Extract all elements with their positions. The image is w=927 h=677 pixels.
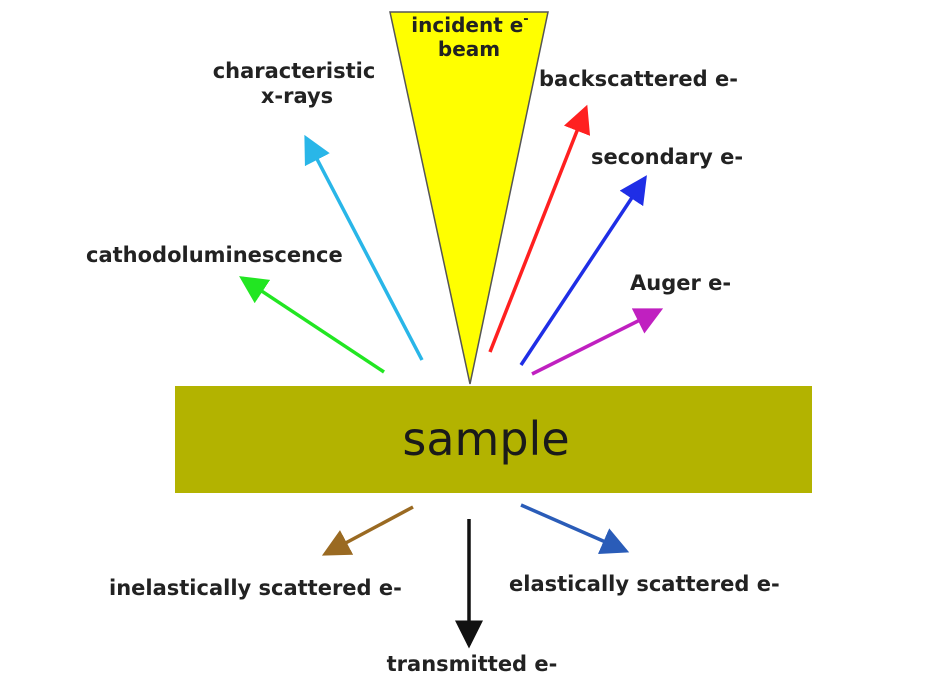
incident-beam-cone: [389, 11, 549, 385]
secondary-label: secondary e-: [591, 145, 743, 169]
backscattered-arrow: [488, 104, 591, 353]
transmitted-label: transmitted e-: [387, 652, 558, 676]
incident-beam-label-line2: beam: [438, 37, 500, 61]
elastic-arrow: [520, 503, 630, 554]
backscattered-label: backscattered e-: [539, 67, 738, 91]
cathodoluminescence-arrow: [239, 276, 385, 374]
inelastic-label: inelastically scattered e-: [109, 576, 402, 600]
cathodoluminescence-label: cathodoluminescence: [86, 243, 343, 267]
incident-beam-label: incident e-: [411, 12, 528, 37]
characteristic-xrays-label: characteristic: [213, 59, 376, 83]
inelastic-arrow: [321, 505, 414, 556]
auger-arrow: [531, 308, 664, 376]
sample-label: sample: [402, 412, 569, 466]
secondary-arrow: [519, 175, 647, 366]
elastic-label: elastically scattered e-: [509, 572, 780, 596]
sample-block: [175, 386, 812, 493]
auger-label: Auger e-: [630, 271, 731, 295]
characteristic-xrays-arrow: [304, 134, 424, 361]
characteristic-xrays-label-line2: x-rays: [261, 84, 333, 108]
